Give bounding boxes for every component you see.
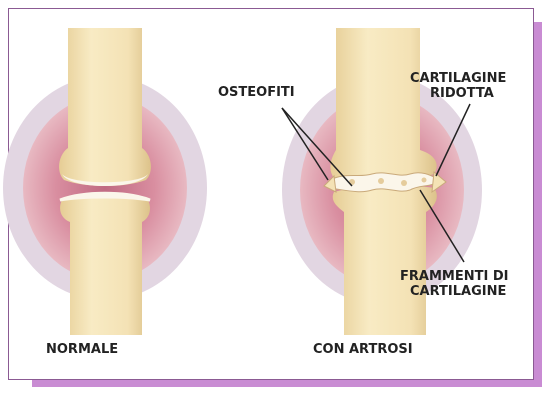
label-frammenti-line1: FRAMMENTI DI — [400, 269, 508, 284]
caption-arthritic: CON ARTROSI — [313, 342, 413, 357]
normal-joint — [3, 28, 207, 335]
normal-upper-bone — [59, 28, 151, 186]
cartilage-fragment-dot — [378, 178, 384, 184]
caption-normal: NORMALE — [46, 342, 118, 357]
normal-lower-bone — [60, 195, 150, 335]
cartilage-fragment-dot — [422, 178, 427, 183]
label-frammenti-line2: CARTILAGINE — [410, 284, 506, 299]
label-osteofiti: OSTEOFITI — [218, 85, 295, 100]
arthritic-lower-bone — [333, 185, 437, 335]
label-cartilagine-ridotta-line2: RIDOTTA — [430, 86, 494, 101]
cartilage-fragment-dot — [401, 180, 407, 186]
label-cartilagine-ridotta-line1: CARTILAGINE — [410, 71, 506, 86]
